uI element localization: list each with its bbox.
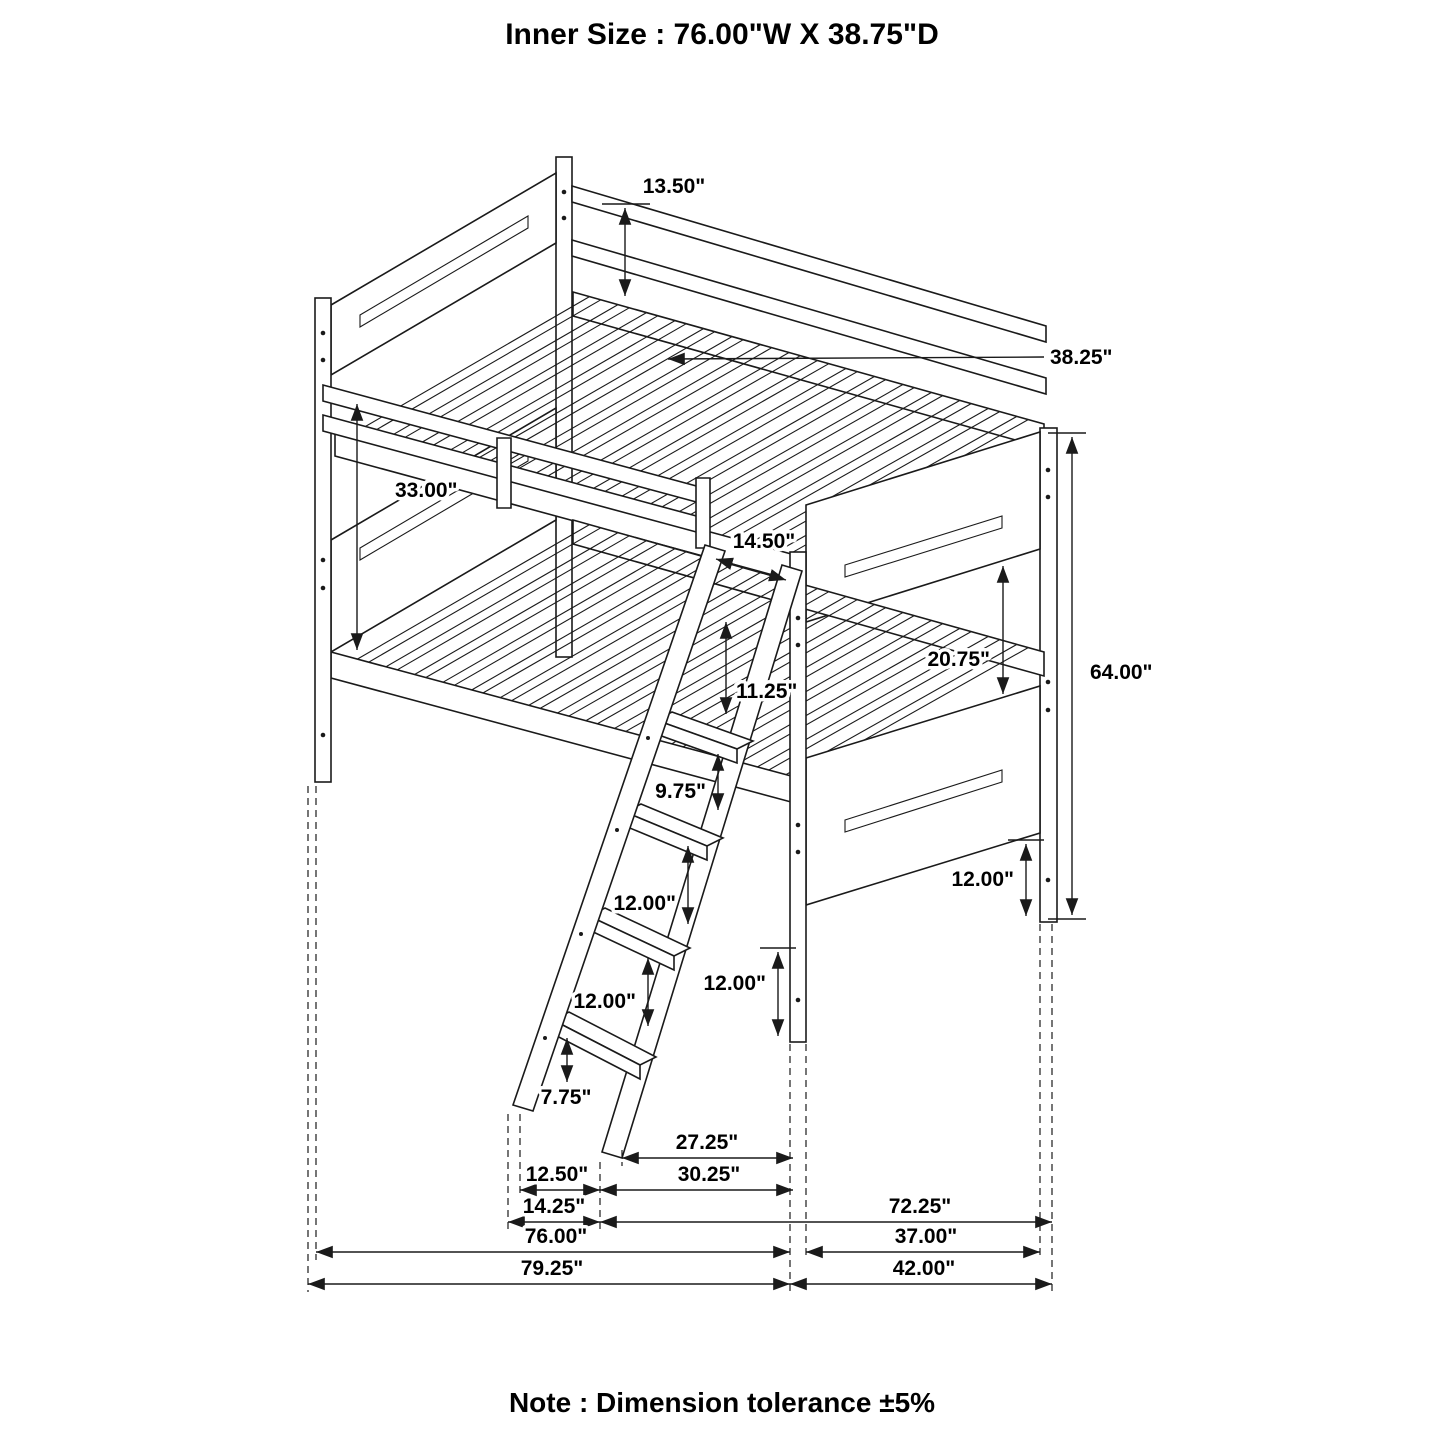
dim-inner-length: 76.00" (316, 1222, 790, 1259)
dim-label-deck-to-step1: 11.25" (736, 680, 797, 703)
dim-label-ladder-foot-width: 12.50" (526, 1163, 589, 1186)
dim-label-headboard-rail-height: 13.50" (643, 175, 706, 198)
dim-ladder-foot-outer: 14.25" (507, 1192, 600, 1229)
extension-lines (307, 786, 1053, 1292)
ladder (511, 544, 804, 1159)
dim-ladder-span: 30.25" (600, 1160, 793, 1197)
dim-ladder-foot-width: 12.50" (520, 1160, 600, 1197)
dim-side-depth: 37.00" (806, 1222, 1040, 1259)
dim-label-ladder-foot-outer: 14.25" (523, 1195, 586, 1218)
dim-ladder-opening: 14.50" (715, 527, 799, 582)
dim-label-ladder-span: 30.25" (678, 1163, 741, 1186)
top-bunk-slats (351, 296, 1029, 555)
bolt-holes (320, 189, 1051, 1040)
dim-label-ladder-to-post: 27.25" (676, 1131, 739, 1154)
dim-label-overall-length: 79.25" (521, 1257, 584, 1280)
top-bunk-back-rails (571, 184, 1047, 396)
dim-step1-to-step2: 9.75" (652, 754, 725, 810)
dim-label-ladder-opening: 14.50" (733, 530, 796, 553)
dim-panel-to-floor-right: 12.00" (948, 839, 1044, 916)
dim-step4-to-foot: 7.75" (537, 1038, 595, 1113)
top-bunk-deck (334, 290, 1045, 586)
dim-overall-depth: 42.00" (790, 1254, 1052, 1291)
dim-label-guardrail-to-lower-rail: 33.00" (395, 479, 458, 502)
top-bunk-guard-rails (322, 383, 711, 549)
dim-label-panel-to-floor-right: 12.00" (951, 868, 1014, 891)
dim-overall-height: 64.00" (1048, 432, 1156, 920)
dim-headboard-rail-height: 13.50" (602, 172, 709, 296)
dim-deck-to-step1: 11.25" (719, 622, 801, 714)
dim-bunk-gap: 20.75" (924, 566, 1010, 694)
ladder-steps (551, 711, 756, 1081)
front-right-post (789, 551, 807, 1043)
dim-guardrail-to-lower-rail: 33.00" (350, 404, 461, 650)
dim-label-inner-length: 76.00" (525, 1225, 588, 1248)
dim-rail-to-floor-front: 12.00" (700, 947, 796, 1036)
dim-label-overall-depth: 42.00" (893, 1257, 956, 1280)
dim-overall-length: 79.25" (308, 1254, 790, 1291)
ladder-left-stringer (511, 544, 727, 1112)
dim-inner-depth: 38.25" (667, 343, 1116, 373)
dim-label-bunk-gap: 20.75" (927, 648, 990, 671)
dim-label-step4-to-foot: 7.75" (541, 1086, 592, 1109)
diagram-title: Inner Size : 76.00"W X 38.75"D (505, 18, 939, 51)
bottom-bunk-deck (330, 518, 1045, 808)
dim-label-rail-to-floor-front: 12.00" (703, 972, 766, 995)
dim-step3-to-step4: 12.00" (570, 958, 655, 1026)
dim-label-overall-height: 64.00" (1090, 661, 1153, 684)
dim-ladder-to-post: 27.25" (622, 1128, 793, 1165)
dim-label-step1-to-step2: 9.75" (655, 780, 706, 803)
top-footboard-panel (805, 430, 1041, 624)
back-left-post (555, 156, 573, 658)
dim-label-inner-depth: 38.25" (1050, 346, 1113, 369)
dim-label-step3-to-step4: 12.00" (573, 990, 636, 1013)
dim-step2-to-step3: 12.00" (610, 846, 695, 924)
dim-label-step2-to-step3: 12.00" (613, 892, 676, 915)
dim-label-length-to-end: 72.25" (889, 1195, 952, 1218)
front-left-post (314, 297, 332, 783)
diagram-note: Note : Dimension tolerance ±5% (509, 1387, 935, 1418)
dim-length-to-end: 72.25" (600, 1192, 1052, 1229)
dim-label-side-depth: 37.00" (895, 1225, 958, 1248)
